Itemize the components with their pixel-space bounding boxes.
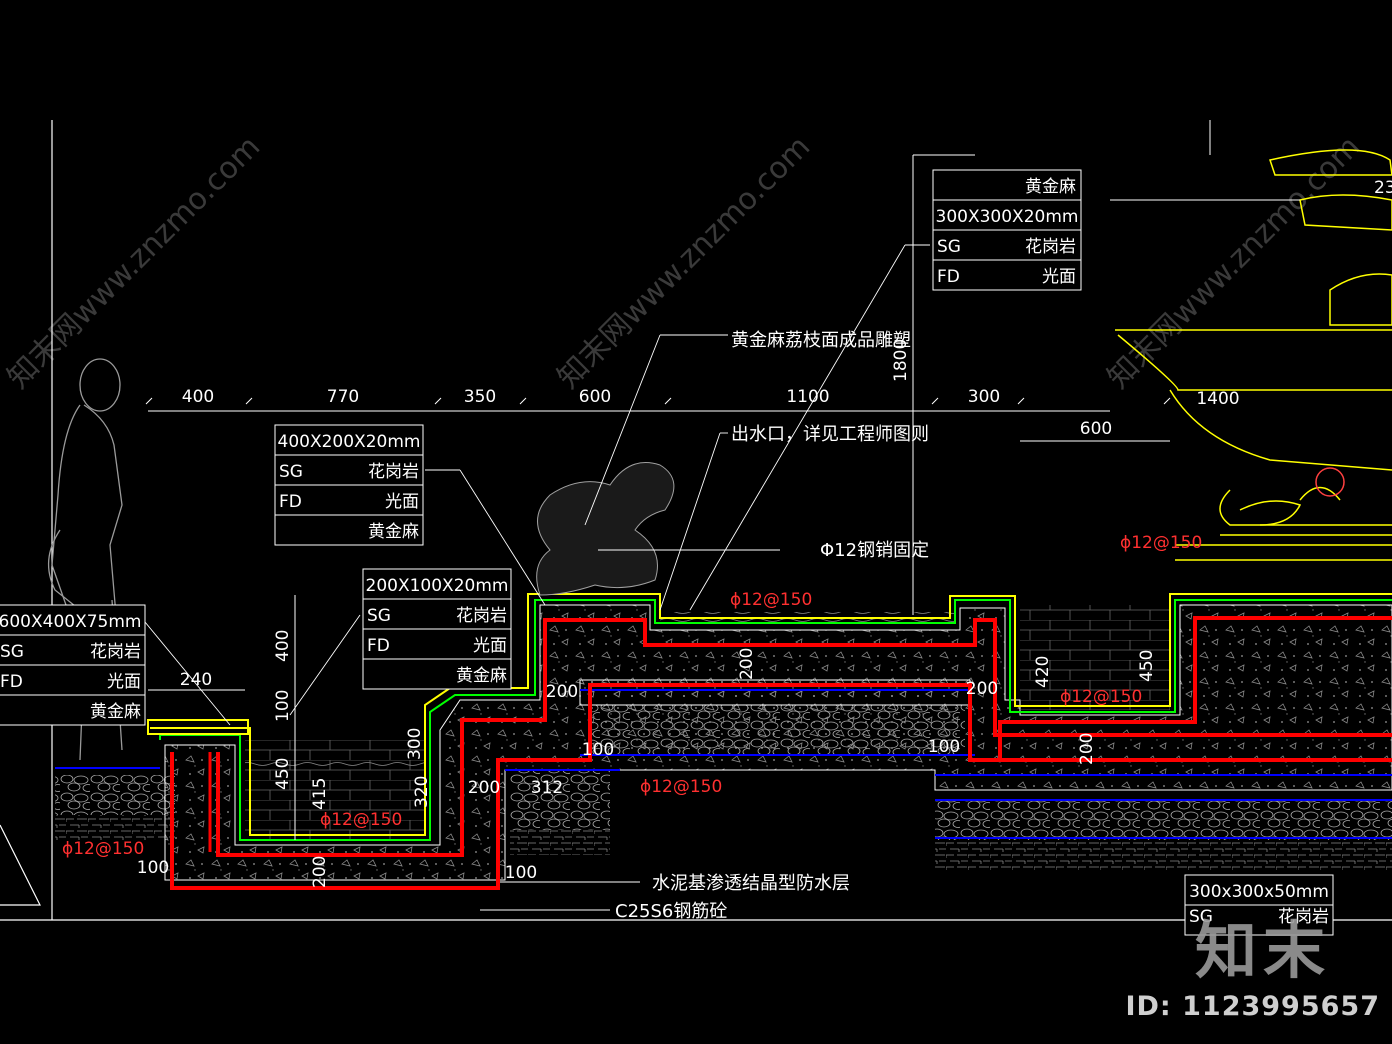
svg-text:FD: FD xyxy=(367,636,390,656)
svg-text:200: 200 xyxy=(966,679,998,699)
annotation-sculpture: 黄金麻荔枝面成品雕塑 xyxy=(731,330,911,351)
fountain-partial-dim: 23 xyxy=(1374,178,1392,198)
svg-text:SG: SG xyxy=(367,606,391,626)
svg-text:450: 450 xyxy=(273,758,293,790)
svg-text:100: 100 xyxy=(505,863,537,883)
svg-text:300X300X20mm: 300X300X20mm xyxy=(936,207,1079,227)
svg-text:300x300x50mm: 300x300x50mm xyxy=(1189,882,1329,902)
annotation-waterproof: 水泥基渗透结晶型防水层 xyxy=(652,873,850,894)
svg-text:知末网www.znzmo.com: 知末网www.znzmo.com xyxy=(1101,129,1367,395)
frame-lines xyxy=(0,120,1392,921)
dim-770: 770 xyxy=(327,387,359,407)
svg-text:花岗岩: 花岗岩 xyxy=(368,462,419,482)
svg-text:200: 200 xyxy=(737,648,757,680)
svg-text:450: 450 xyxy=(1137,650,1157,682)
material-table-4: 600X400X75mm SG 花岗岩 FD 光面 黄金麻 xyxy=(0,604,146,726)
svg-text:光面: 光面 xyxy=(473,636,507,656)
leader-lines xyxy=(144,199,1300,911)
svg-text:100: 100 xyxy=(273,690,293,722)
waterproof-layer xyxy=(159,599,1392,841)
dim-300: 300 xyxy=(968,387,1000,407)
watermark-logo: 知末 xyxy=(1195,914,1332,987)
dim-1400: 1400 xyxy=(1196,389,1239,409)
svg-text:200: 200 xyxy=(1077,733,1097,765)
svg-text:花岗岩: 花岗岩 xyxy=(90,642,141,662)
svg-text:ϕ12@150: ϕ12@150 xyxy=(320,810,402,830)
svg-text:ϕ12@150: ϕ12@150 xyxy=(62,839,144,859)
svg-text:100: 100 xyxy=(582,740,614,760)
paving-layer xyxy=(147,593,1392,836)
svg-text:200: 200 xyxy=(468,778,500,798)
fountain-sculpture xyxy=(1115,149,1392,561)
ground-line xyxy=(55,689,1392,839)
horizontal-dimensions: 240 200 200 100 100 100 100 312 200 xyxy=(137,670,998,883)
svg-text:光面: 光面 xyxy=(385,492,419,512)
svg-text:200X100X20mm: 200X100X20mm xyxy=(366,576,509,596)
svg-text:黄金麻: 黄金麻 xyxy=(1025,177,1076,197)
svg-text:420: 420 xyxy=(1033,656,1053,688)
svg-text:光面: 光面 xyxy=(1042,267,1076,287)
svg-text:400: 400 xyxy=(273,630,293,662)
svg-text:200: 200 xyxy=(546,682,578,702)
svg-text:1800: 1800 xyxy=(891,339,911,382)
annotation-outlet: 出水口，详见工程师图则 xyxy=(731,424,929,445)
material-table-3: 200X100X20mm SG 花岗岩 FD 光面 黄金麻 xyxy=(362,568,512,690)
svg-text:FD: FD xyxy=(0,672,23,692)
dim-600-right: 600 xyxy=(1080,419,1112,439)
svg-text:知末网www.znzmo.com: 知末网www.znzmo.com xyxy=(1,129,267,395)
svg-text:光面: 光面 xyxy=(107,672,141,692)
svg-text:ϕ12@150: ϕ12@150 xyxy=(1120,533,1202,553)
svg-text:200: 200 xyxy=(310,856,330,888)
dim-400: 400 xyxy=(182,387,214,407)
svg-text:花岗岩: 花岗岩 xyxy=(1025,237,1076,257)
annotation-concrete: C25S6钢筋砼 xyxy=(615,901,727,922)
svg-text:SG: SG xyxy=(937,237,961,257)
svg-text:花岗岩: 花岗岩 xyxy=(456,606,507,626)
svg-text:240: 240 xyxy=(180,670,212,690)
annotations: 黄金麻荔枝面成品雕塑 出水口，详见工程师图则 Φ12钢销固定 水泥基渗透结晶型防… xyxy=(615,330,929,922)
svg-text:黄金麻: 黄金麻 xyxy=(368,522,419,542)
svg-text:知末网www.znzmo.com: 知末网www.znzmo.com xyxy=(551,129,817,395)
top-dimensions: 400 770 350 600 1100 300 1400 600 23 xyxy=(182,178,1392,439)
svg-text:ϕ12@150: ϕ12@150 xyxy=(640,777,722,797)
material-table-5: 300x300x50mm SG 花岗岩 xyxy=(1184,874,1334,936)
svg-text:SG: SG xyxy=(1189,907,1213,927)
svg-text:415: 415 xyxy=(310,778,330,810)
annotation-pin: Φ12钢销固定 xyxy=(820,540,929,561)
svg-text:ϕ12@150: ϕ12@150 xyxy=(1060,687,1142,707)
rebar xyxy=(170,616,1392,890)
svg-text:300: 300 xyxy=(405,728,425,760)
svg-text:FD: FD xyxy=(937,267,960,287)
dimension-lines xyxy=(145,120,1211,840)
vertical-dimensions: 1800 400 100 450 415 320 200 200 420 450… xyxy=(273,339,1157,888)
rock-sculpture xyxy=(536,462,675,596)
svg-text:ϕ12@150: ϕ12@150 xyxy=(730,590,812,610)
dim-600: 600 xyxy=(579,387,611,407)
dim-350: 350 xyxy=(464,387,496,407)
watermark-id: ID: 1123995657 xyxy=(1125,991,1380,1022)
dim-1100: 1100 xyxy=(786,387,829,407)
svg-text:SG: SG xyxy=(279,462,303,482)
pool-infill xyxy=(245,605,1170,840)
rebar-labels: ϕ12@150 ϕ12@150 ϕ12@150 ϕ12@150 ϕ12@150 … xyxy=(62,533,1202,859)
svg-text:320: 320 xyxy=(412,776,432,808)
svg-text:400X200X20mm: 400X200X20mm xyxy=(278,432,421,452)
watermark-diagonal: 知末网www.znzmo.com 知末网www.znzmo.com 知末网www… xyxy=(1,129,1367,395)
svg-text:100: 100 xyxy=(928,737,960,757)
svg-text:黄金麻: 黄金麻 xyxy=(90,702,141,722)
material-table-2: 400X200X20mm SG 花岗岩 FD 光面 黄金麻 xyxy=(274,424,424,546)
material-table-1: 黄金麻 300X300X20mm SG 花岗岩 FD 光面 xyxy=(932,169,1082,291)
svg-text:FD: FD xyxy=(279,492,302,512)
svg-text:SG: SG xyxy=(0,642,24,662)
svg-text:花岗岩: 花岗岩 xyxy=(1278,907,1329,927)
svg-text:黄金麻: 黄金麻 xyxy=(456,666,507,686)
svg-text:600X400X75mm: 600X400X75mm xyxy=(0,612,141,632)
svg-text:312: 312 xyxy=(531,778,563,798)
svg-text:100: 100 xyxy=(137,858,169,878)
